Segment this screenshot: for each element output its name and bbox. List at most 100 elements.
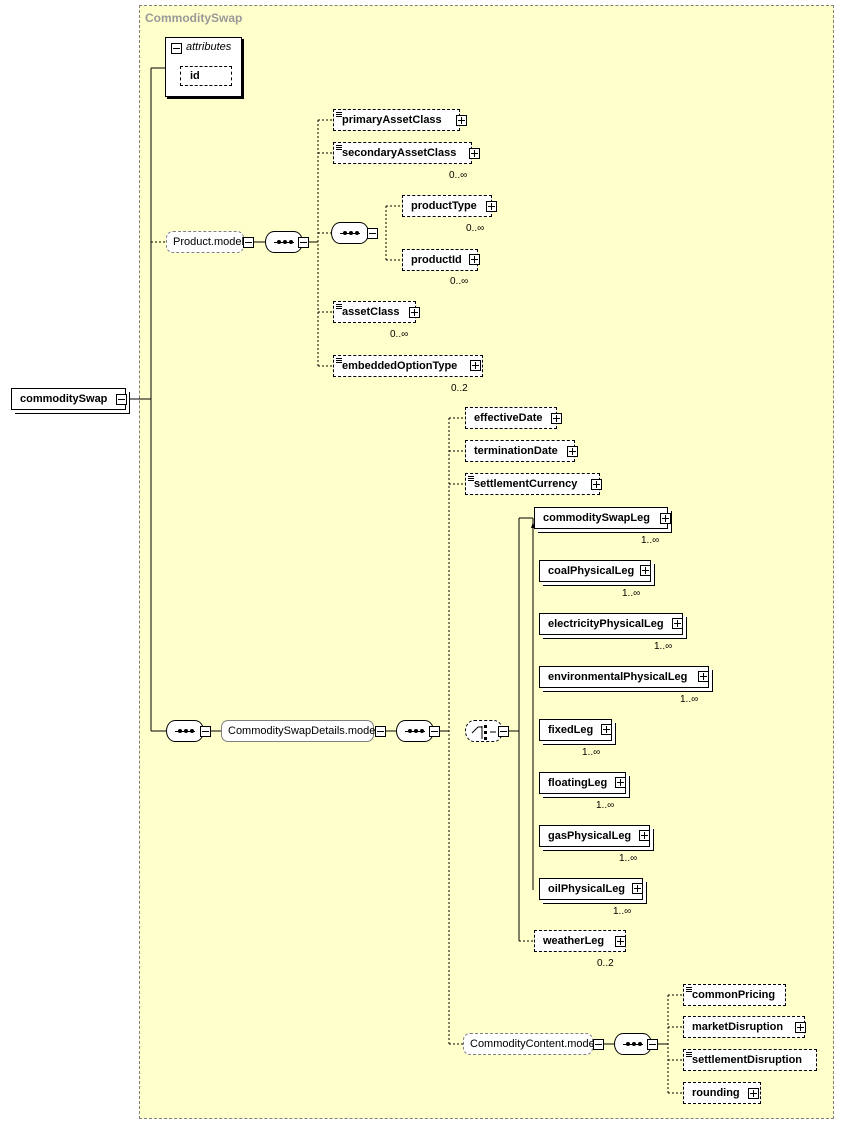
expand-toggle-icon[interactable] xyxy=(639,830,650,841)
element-coalphysicalleg[interactable]: coalPhysicalLeg xyxy=(539,560,651,582)
collapse-toggle-icon[interactable] xyxy=(116,394,127,405)
element-commonpricing[interactable]: commonPricing xyxy=(683,984,786,1006)
element-label: productType xyxy=(411,200,477,212)
root-element-commodityswap[interactable]: commoditySwap xyxy=(11,388,126,410)
cardinality-label: 1..∞ xyxy=(680,694,699,705)
expand-toggle-icon[interactable] xyxy=(567,446,578,457)
collapse-toggle-icon[interactable] xyxy=(593,1039,604,1050)
element-rounding[interactable]: rounding xyxy=(683,1082,761,1104)
text-content-icon xyxy=(336,358,342,364)
commoditycontent-model-group[interactable]: CommodityContent.model xyxy=(463,1033,597,1055)
text-content-icon xyxy=(336,112,342,118)
element-embeddedoptiontype[interactable]: embeddedOptionType xyxy=(333,355,483,377)
text-content-icon xyxy=(336,304,342,310)
cardinality-label: 1..∞ xyxy=(622,588,641,599)
element-label: primaryAssetClass xyxy=(342,114,442,126)
collapse-toggle-icon[interactable] xyxy=(647,1039,658,1050)
element-floatingleg[interactable]: floatingLeg xyxy=(539,772,626,794)
cardinality-label: 1..∞ xyxy=(596,800,615,811)
element-assetclass[interactable]: assetClass xyxy=(333,301,416,323)
collapse-toggle-icon[interactable] xyxy=(298,237,309,248)
details-model-label: CommoditySwapDetails.model xyxy=(228,725,378,737)
element-environmentalphysicalleg[interactable]: environmentalPhysicalLeg xyxy=(539,666,709,688)
element-weatherleg[interactable]: weatherLeg xyxy=(534,930,626,952)
element-label: settlementDisruption xyxy=(692,1054,803,1066)
expand-toggle-icon[interactable] xyxy=(470,360,481,371)
element-label: environmentalPhysicalLeg xyxy=(548,671,688,683)
content-model-label: CommodityContent.model xyxy=(470,1038,598,1050)
product-model-label: Product.model xyxy=(173,236,244,248)
element-label: terminationDate xyxy=(474,445,558,457)
element-label: fixedLeg xyxy=(548,724,594,736)
element-secondaryassetclass[interactable]: secondaryAssetClass xyxy=(333,142,472,164)
cardinality-label: 1..∞ xyxy=(582,747,601,758)
element-label: effectiveDate xyxy=(474,412,543,424)
cardinality-label: 1..∞ xyxy=(654,641,673,652)
expand-toggle-icon[interactable] xyxy=(469,148,480,159)
expand-toggle-icon[interactable] xyxy=(795,1022,806,1033)
element-label: secondaryAssetClass xyxy=(342,147,457,159)
element-label: rounding xyxy=(692,1087,740,1099)
expand-toggle-icon[interactable] xyxy=(660,513,671,524)
element-marketdisruption[interactable]: marketDisruption xyxy=(683,1016,805,1038)
cardinality-label: 0..∞ xyxy=(449,170,468,181)
expand-toggle-icon[interactable] xyxy=(591,479,602,490)
collapse-toggle-icon[interactable] xyxy=(429,726,440,737)
commodityswap-type-container xyxy=(139,5,834,1119)
root-element-label: commoditySwap xyxy=(20,393,108,405)
element-label: electricityPhysicalLeg xyxy=(548,618,664,630)
expand-toggle-icon[interactable] xyxy=(615,936,626,947)
expand-toggle-icon[interactable] xyxy=(469,254,480,265)
collapse-toggle-icon[interactable] xyxy=(367,228,378,239)
expand-toggle-icon[interactable] xyxy=(698,671,709,682)
element-label: commoditySwapLeg xyxy=(543,512,650,524)
cardinality-label: 0..∞ xyxy=(450,276,469,287)
element-oilphysicalleg[interactable]: oilPhysicalLeg xyxy=(539,878,643,900)
element-producttype[interactable]: productType xyxy=(402,195,492,217)
element-electricityphysicalleg[interactable]: electricityPhysicalLeg xyxy=(539,613,683,635)
element-label: commonPricing xyxy=(692,989,776,1001)
element-settlementcurrency[interactable]: settlementCurrency xyxy=(465,473,600,495)
element-terminationdate[interactable]: terminationDate xyxy=(465,440,575,462)
text-content-icon xyxy=(336,145,342,151)
expand-toggle-icon[interactable] xyxy=(632,883,643,894)
collapse-toggle-icon[interactable] xyxy=(498,726,509,737)
text-content-icon xyxy=(468,476,474,482)
expand-toggle-icon[interactable] xyxy=(672,618,683,629)
element-primaryassetclass[interactable]: primaryAssetClass xyxy=(333,109,460,131)
attribute-id[interactable]: id xyxy=(180,66,232,86)
element-label: embeddedOptionType xyxy=(342,360,458,372)
element-commodityswapleg[interactable]: commoditySwapLeg xyxy=(534,507,668,529)
cardinality-label: 0..∞ xyxy=(390,329,409,340)
collapse-toggle-icon[interactable] xyxy=(200,726,211,737)
expand-toggle-icon[interactable] xyxy=(748,1088,759,1099)
expand-toggle-icon[interactable] xyxy=(409,307,420,318)
expand-toggle-icon[interactable] xyxy=(551,413,562,424)
product-model-group[interactable]: Product.model xyxy=(166,231,244,253)
expand-toggle-icon[interactable] xyxy=(486,201,497,212)
element-label: settlementCurrency xyxy=(474,478,578,490)
cardinality-label: 0..2 xyxy=(597,958,614,969)
sequence-compositor-icon xyxy=(331,222,369,244)
expand-toggle-icon[interactable] xyxy=(615,777,626,788)
expand-toggle-icon[interactable] xyxy=(601,724,612,735)
element-settlementdisruption[interactable]: settlementDisruption xyxy=(683,1049,817,1071)
collapse-toggle-icon[interactable] xyxy=(375,726,386,737)
container-title: CommoditySwap xyxy=(145,11,243,25)
element-label: coalPhysicalLeg xyxy=(548,565,635,577)
element-label: gasPhysicalLeg xyxy=(548,830,632,842)
cardinality-label: 0..∞ xyxy=(466,223,485,234)
element-fixedleg[interactable]: fixedLeg xyxy=(539,719,612,741)
element-label: weatherLeg xyxy=(543,935,605,947)
expand-toggle-icon[interactable] xyxy=(456,115,467,126)
element-productid[interactable]: productId xyxy=(402,249,478,271)
commodityswapdetails-model-group[interactable]: CommoditySwapDetails.model xyxy=(221,720,378,742)
element-label: floatingLeg xyxy=(548,777,608,789)
cardinality-label: 1..∞ xyxy=(641,535,660,546)
expand-toggle-icon[interactable] xyxy=(640,565,651,576)
element-gasphysicalleg[interactable]: gasPhysicalLeg xyxy=(539,825,650,847)
collapse-toggle-icon[interactable] xyxy=(243,237,254,248)
element-effectivedate[interactable]: effectiveDate xyxy=(465,407,557,429)
collapse-toggle-icon[interactable] xyxy=(171,43,182,54)
